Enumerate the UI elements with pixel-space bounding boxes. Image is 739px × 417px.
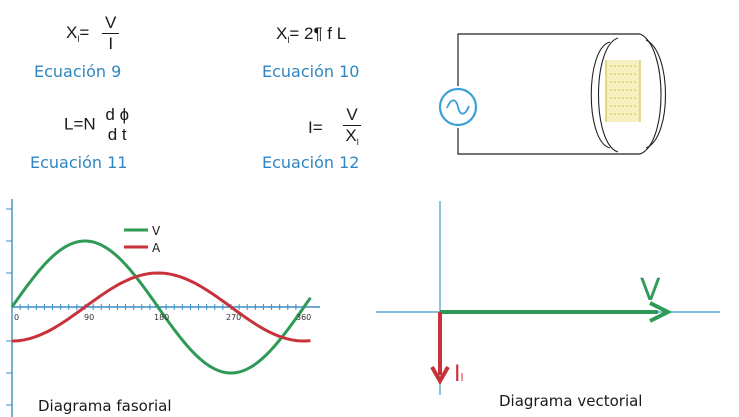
equation-9-label: Ecuación 9 bbox=[34, 62, 122, 81]
phasor-diagram: 0 90 180 270 360 V A bbox=[6, 199, 320, 417]
vector-diagram-caption: Diagrama vectorial bbox=[499, 392, 643, 410]
x-tick-label: 180 bbox=[154, 313, 169, 322]
equation-10: Xl= 2¶ f L bbox=[276, 24, 347, 45]
phasor-diagram-caption: Diagrama fasorial bbox=[38, 397, 172, 415]
coil-inductor-icon bbox=[590, 33, 667, 155]
voltage-vector-label: V bbox=[640, 273, 661, 308]
current-vector bbox=[430, 312, 450, 386]
voltage-curve bbox=[10, 239, 312, 375]
circuit-diagram bbox=[438, 33, 667, 155]
y-axis-ticks bbox=[6, 208, 12, 406]
legend-label-v: V bbox=[152, 224, 161, 238]
ac-source-icon bbox=[438, 87, 478, 127]
vector-diagram: V Il bbox=[376, 201, 720, 395]
voltage-vector bbox=[440, 301, 673, 323]
x-tick-label: 0 bbox=[14, 313, 19, 322]
current-vector-label: Il bbox=[454, 362, 464, 387]
legend-label-a: A bbox=[152, 241, 161, 255]
equation-11-label: Ecuación 11 bbox=[30, 153, 128, 172]
current-curve bbox=[11, 271, 311, 343]
circuit-wire bbox=[457, 33, 640, 86]
circuit-wire bbox=[457, 128, 640, 155]
x-tick-label: 90 bbox=[84, 313, 94, 322]
equation-10-label: Ecuación 10 bbox=[262, 62, 360, 81]
x-axis-minor-ticks bbox=[19, 304, 297, 310]
x-tick-label: 360 bbox=[296, 313, 311, 322]
legend: V A bbox=[124, 224, 161, 255]
x-tick-label: 270 bbox=[226, 313, 241, 322]
equation-12-label: Ecuación 12 bbox=[262, 153, 360, 172]
